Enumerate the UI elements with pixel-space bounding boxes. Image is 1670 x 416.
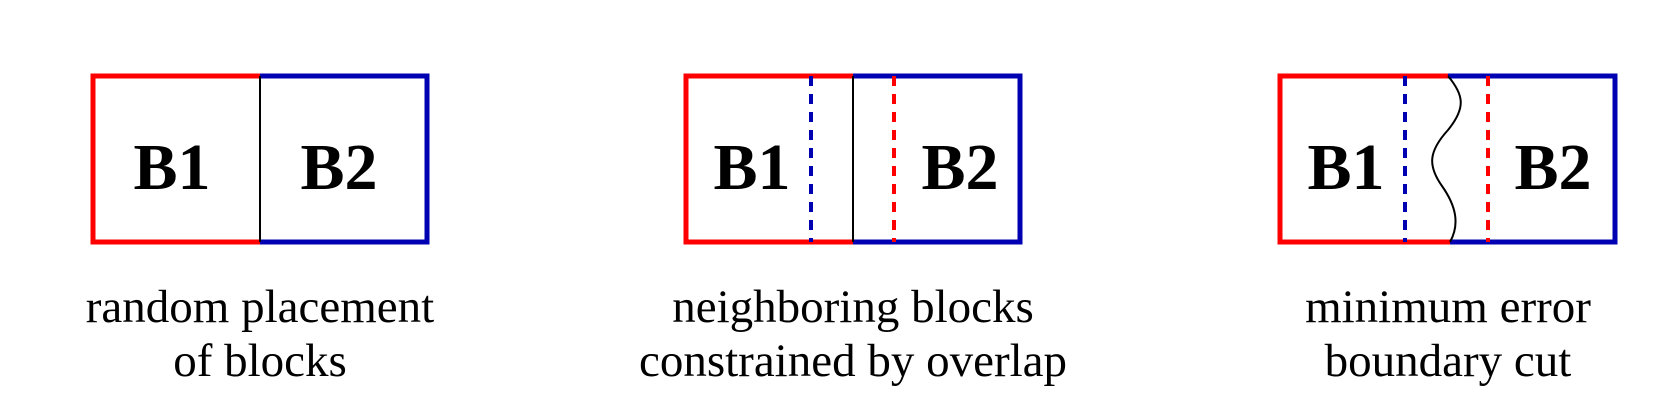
caption-line: neighboring blocks <box>672 281 1034 333</box>
panel-random-placement: B1 B2 <box>90 73 430 245</box>
block-b2-outline <box>260 73 430 245</box>
caption-line: random placement <box>85 281 435 333</box>
panel-min-error-cut: B1 B2 <box>1277 73 1618 245</box>
block-b1-label: B1 <box>713 131 790 204</box>
block-b2-outline <box>853 73 1023 245</box>
caption-random-placement: random placement of blocks <box>0 280 540 388</box>
block-b1-label: B1 <box>1307 131 1384 204</box>
block-b1-outline <box>1277 73 1450 245</box>
block-b1-outline <box>683 73 853 245</box>
caption-line: boundary cut <box>1324 335 1572 387</box>
block-b2-label: B2 <box>1514 131 1591 204</box>
block-b1-label: B1 <box>133 131 210 204</box>
caption-line: of blocks <box>173 335 347 387</box>
block-b2-outline <box>1448 73 1618 245</box>
block-b1-outline <box>90 73 260 245</box>
block-b2-label: B2 <box>921 131 998 204</box>
caption-line: constrained by overlap <box>638 335 1068 387</box>
caption-line: minimum error <box>1305 281 1591 333</box>
block-b2-label: B2 <box>300 131 377 204</box>
caption-overlap: neighboring blocks constrained by overla… <box>573 280 1133 388</box>
boundary-cut-curve <box>1431 75 1462 243</box>
panel-overlap: B1 B2 <box>683 73 1023 245</box>
caption-min-error-cut: minimum error boundary cut <box>1168 280 1670 388</box>
